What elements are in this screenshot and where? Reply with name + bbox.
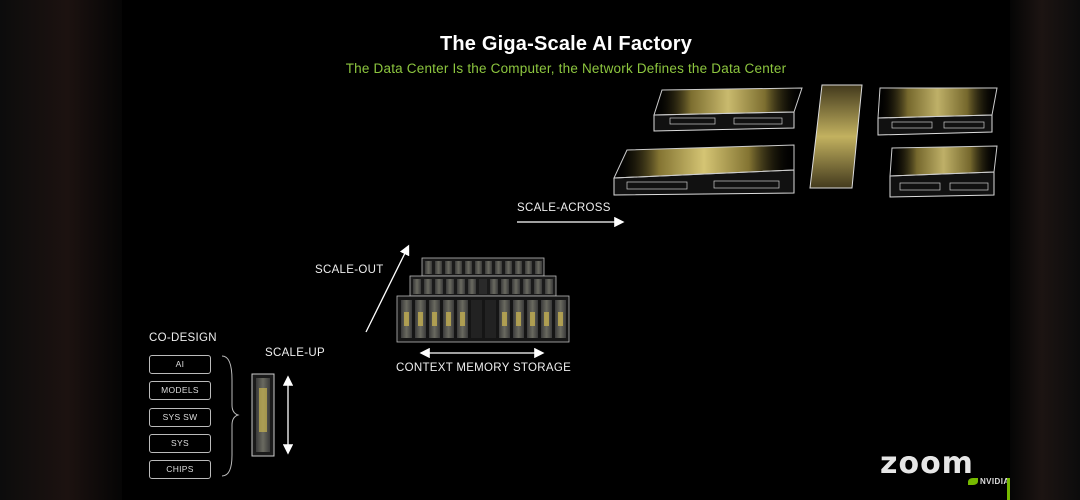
context-memory-label: CONTEXT MEMORY STORAGE <box>396 362 572 374</box>
accent-bar <box>1007 478 1010 500</box>
scale-up-label: SCALE-UP <box>265 347 325 359</box>
scale-across-label: SCALE-ACROSS <box>517 202 611 214</box>
co-design-title: CO-DESIGN <box>149 332 217 344</box>
co-design-item-sys: SYS <box>149 434 211 453</box>
zoom-logo: zoom <box>880 446 974 481</box>
rack-cluster <box>396 257 570 343</box>
left-letterbox <box>0 0 122 500</box>
co-design-item-chips: CHIPS <box>149 460 211 479</box>
nvidia-eye-icon <box>968 478 978 486</box>
nvidia-logo-text: NVIDIA <box>980 477 1010 486</box>
right-letterbox <box>1010 0 1080 500</box>
single-rack <box>251 373 275 457</box>
co-design-item-sys-sw: SYS SW <box>149 408 211 427</box>
co-design-bracket <box>221 355 240 477</box>
nvidia-logo: NVIDIA <box>968 477 1010 486</box>
co-design-item-models: MODELS <box>149 381 211 400</box>
slide-title: The Giga-Scale AI Factory <box>439 33 693 55</box>
scale-out-arrow <box>365 244 410 333</box>
presentation-slide: The Giga-Scale AI Factory The Data Cente… <box>122 0 1010 500</box>
factory-illustration <box>221 84 998 477</box>
co-design-item-ai: AI <box>149 355 211 374</box>
data-center-buildings <box>613 84 998 198</box>
slide-subtitle: The Data Center Is the Computer, the Net… <box>345 61 787 76</box>
scale-out-label: SCALE-OUT <box>315 264 384 276</box>
